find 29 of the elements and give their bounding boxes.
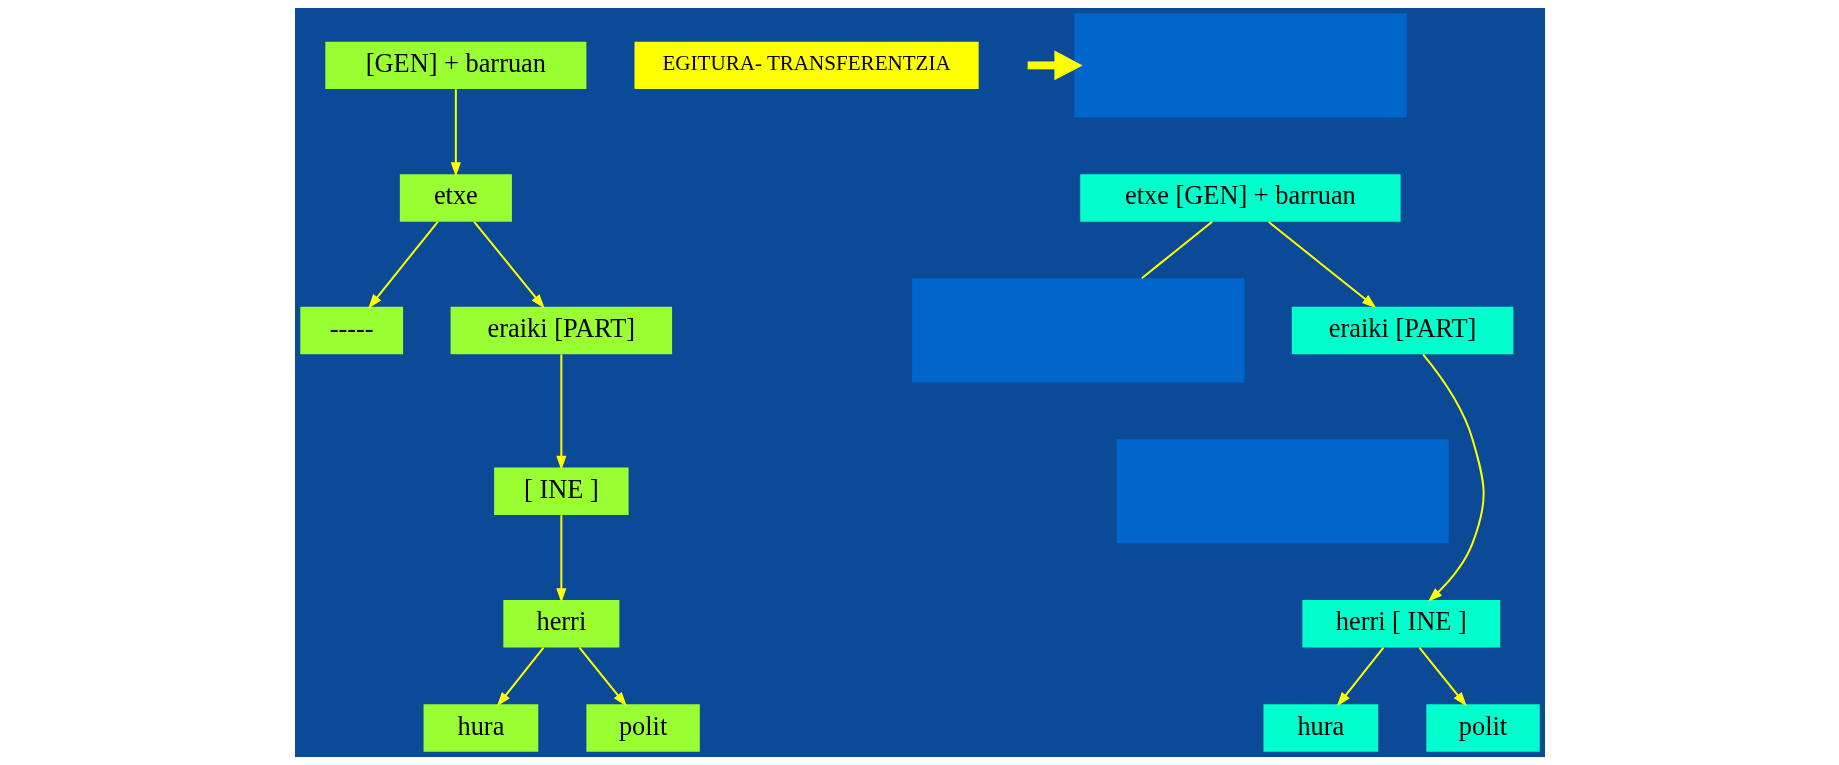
node-box: hura <box>1263 704 1378 752</box>
arrow <box>555 514 566 603</box>
arrow <box>472 220 545 309</box>
node-box <box>1073 13 1407 118</box>
node-box: [ INE ] <box>493 467 629 515</box>
arrow <box>367 220 439 309</box>
node-box: eraiki [PART] <box>1291 306 1513 355</box>
node-box: herri <box>502 600 619 648</box>
node-box <box>1115 439 1449 544</box>
node-box: hura <box>423 704 538 752</box>
arrow <box>1267 220 1376 309</box>
node-box: polit <box>1425 704 1540 752</box>
node-box: etxe [GEN] + barruan <box>1079 174 1401 222</box>
arrow <box>450 88 461 177</box>
connector <box>1140 220 1213 280</box>
node-box: ----- <box>299 306 403 355</box>
node-box: herri [ INE ] <box>1301 600 1500 648</box>
arrow <box>555 353 566 471</box>
node-box: eraiki [PART] <box>450 306 672 355</box>
arrow <box>1417 646 1467 707</box>
node-box: [GEN] + barruan <box>324 41 586 90</box>
arrow <box>496 646 544 707</box>
arrow <box>1421 353 1485 602</box>
node-box: etxe <box>399 174 512 222</box>
arrow <box>578 646 627 707</box>
node-box: EGITURA- TRANSFERENTZIA <box>634 41 979 90</box>
node-box: polit <box>585 704 700 752</box>
arrow <box>1336 646 1384 707</box>
node-box <box>911 278 1244 383</box>
